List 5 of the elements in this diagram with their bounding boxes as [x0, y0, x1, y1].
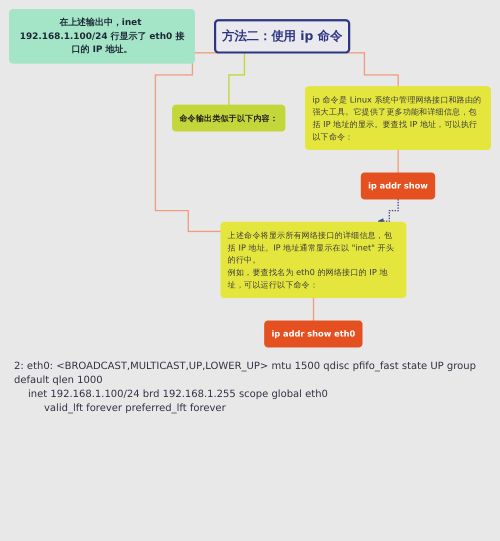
connector — [312, 297, 314, 322]
arrow — [378, 198, 400, 224]
connector — [397, 149, 400, 174]
code-output-line: inet 192.168.1.100/24 brd 192.168.1.255 scope global eth0 — [27, 388, 329, 402]
code-output-line: valid_lft forever preferred_lft forever — [43, 402, 227, 416]
